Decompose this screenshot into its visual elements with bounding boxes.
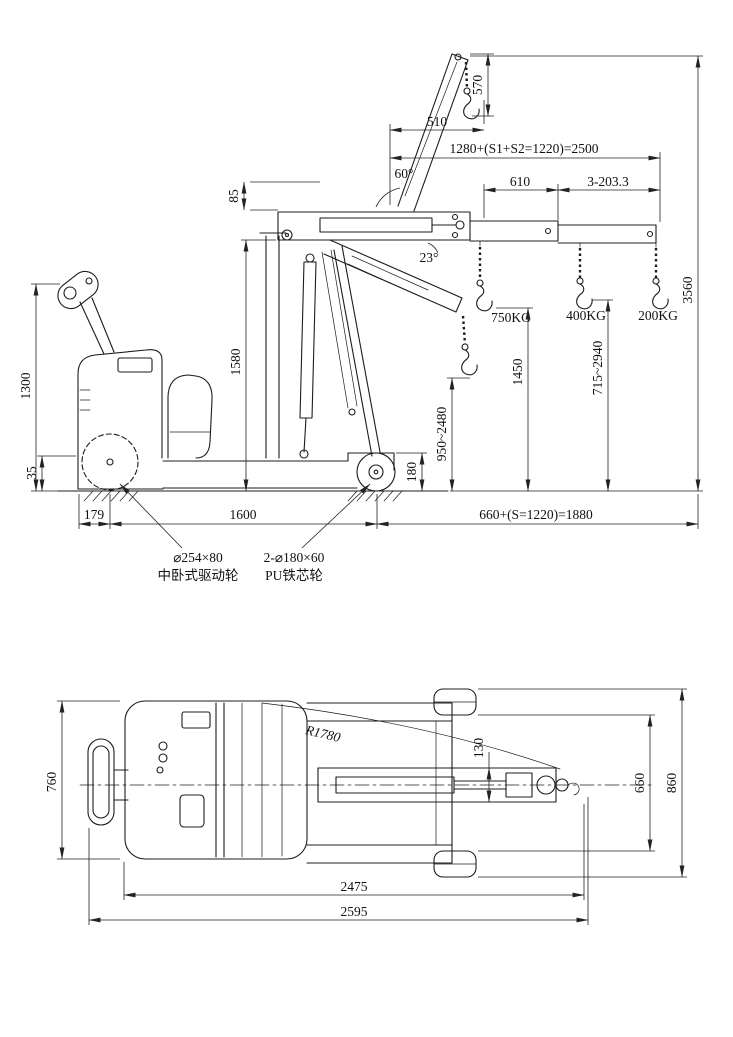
dim-950-2480: 950~2480 xyxy=(434,406,449,461)
boom-extension-1 xyxy=(469,220,559,242)
rear-wheel-bottom xyxy=(433,850,477,878)
hook-inner xyxy=(476,247,493,312)
dim-760: 760 xyxy=(44,772,59,793)
raised-jib xyxy=(397,53,480,212)
dim-610: 610 xyxy=(510,174,531,189)
top-dimensions: R1780 760 130 660 860 2475 2595 xyxy=(44,688,687,925)
capacity-750kg: 750KG xyxy=(491,310,531,325)
dim-35: 35 xyxy=(24,466,39,480)
seat xyxy=(167,374,213,459)
folded-boom xyxy=(323,239,478,376)
dim-angle-23: 23° xyxy=(420,250,439,265)
drive-wheel-name: 中卧式驱动轮 xyxy=(158,568,239,583)
body xyxy=(77,349,164,490)
dim-180: 180 xyxy=(404,462,419,483)
tilt-cylinder xyxy=(321,249,358,416)
load-wheel-spec: 2-⌀180×60 xyxy=(264,550,325,565)
load-wheel-name: PU铁芯轮 xyxy=(265,568,323,583)
mast xyxy=(259,232,381,459)
drive-wheel-spec: ⌀254×80 xyxy=(173,550,223,565)
side-dimensions: 570 510 1280+(S1+S2=1220)=2500 60° 85 61… xyxy=(18,53,703,583)
dim-715-2940: 715~2940 xyxy=(590,340,605,395)
dim-130: 130 xyxy=(471,738,486,759)
dim-570: 570 xyxy=(470,75,485,96)
dim-660: 660 xyxy=(632,773,647,794)
load-wheel xyxy=(356,452,396,492)
dim-203: 3-203.3 xyxy=(587,174,629,189)
lift-cylinder xyxy=(299,253,317,459)
dim-510: 510 xyxy=(427,114,448,129)
body-plan xyxy=(124,700,308,860)
hook-outer xyxy=(652,248,669,310)
top-machine xyxy=(79,688,656,878)
dim-3560: 3560 xyxy=(680,276,695,303)
dim-1580: 1580 xyxy=(228,348,243,375)
dim-1450: 1450 xyxy=(510,358,525,385)
steering-handle xyxy=(87,738,129,826)
side-view: 570 510 1280+(S1+S2=1220)=2500 60° 85 61… xyxy=(18,53,703,583)
rear-wheel-top xyxy=(433,688,477,716)
dim-1600: 1600 xyxy=(230,507,257,522)
dim-179: 179 xyxy=(84,507,105,522)
dim-reach: 660+(S=1220)=1880 xyxy=(479,507,593,522)
dim-85: 85 xyxy=(226,189,241,203)
dim-boom-total: 1280+(S1+S2=1220)=2500 xyxy=(450,141,599,156)
dim-2595: 2595 xyxy=(341,904,368,919)
main-boom xyxy=(277,211,471,241)
capacity-200kg: 200KG xyxy=(638,308,678,323)
turning-radius-arc xyxy=(261,702,561,770)
hook-middle xyxy=(576,248,593,310)
side-machine xyxy=(57,53,669,502)
top-view: R1780 760 130 660 860 2475 2595 xyxy=(44,688,687,925)
drive-wheel xyxy=(81,433,139,491)
dim-2475: 2475 xyxy=(341,879,368,894)
dim-1300: 1300 xyxy=(18,372,33,399)
tiller-handle xyxy=(57,270,115,355)
dim-860: 860 xyxy=(664,773,679,794)
dim-r1780: R1780 xyxy=(303,722,342,745)
capacity-400kg: 400KG xyxy=(566,308,606,323)
boom-plan xyxy=(317,767,580,803)
dim-angle-60: 60° xyxy=(395,166,414,181)
ground-line xyxy=(57,490,449,502)
boom-extension-2 xyxy=(479,224,657,248)
